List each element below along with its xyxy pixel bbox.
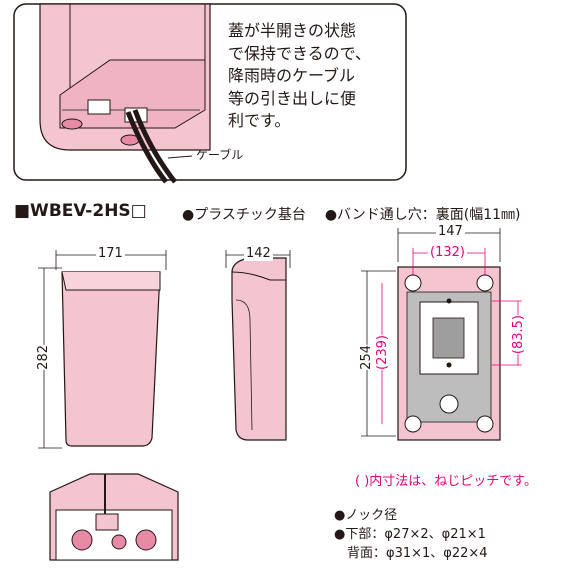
front-height-dim: 282 [36,345,51,370]
feature-list: ●プラスチック基台 ●バンド通し穴：裏面(幅11㎜) [182,204,521,224]
feature-base: ●プラスチック基台 [182,207,306,223]
side-depth-dim: 142 [244,246,273,261]
pitch-note: ( )内寸法は、ねじピッチです。 [355,474,537,489]
feature-band: ●バンド通し穴：裏面(幅11㎜) [324,207,521,223]
back-height-pitch-dim: (239) [375,335,390,370]
knock-bottom: ●下部：φ27×2、φ21×1 [334,527,486,542]
side-view [225,250,291,441]
front-view [38,250,167,449]
knock-title: ●ノック径 [334,508,398,523]
bottom-view [49,473,179,561]
cable-leader-line [167,155,193,159]
cable-label: ケーブル [196,148,244,162]
back-width-pitch-dim: (132) [428,245,467,260]
knock-info: ●ノック径 ●下部：φ27×2、φ21×1 背面：φ31×1、φ22×4 [334,506,488,563]
knock-back: 背面：φ31×1、φ22×4 [334,546,488,561]
front-width-dim: 171 [96,246,125,261]
model-title: ■WBEV-2HS□ [14,201,147,221]
back-inner-pitch-dim: (83.5) [511,315,526,355]
back-height-dim: 254 [359,345,374,370]
callout-description: 蓋が半開きの状態 で保持できるので、 降雨時のケーブル 等の引き出しに便 利です… [228,21,372,130]
open-lid-illustration [39,3,211,184]
back-view [361,228,522,441]
back-width-dim: 147 [436,224,465,239]
